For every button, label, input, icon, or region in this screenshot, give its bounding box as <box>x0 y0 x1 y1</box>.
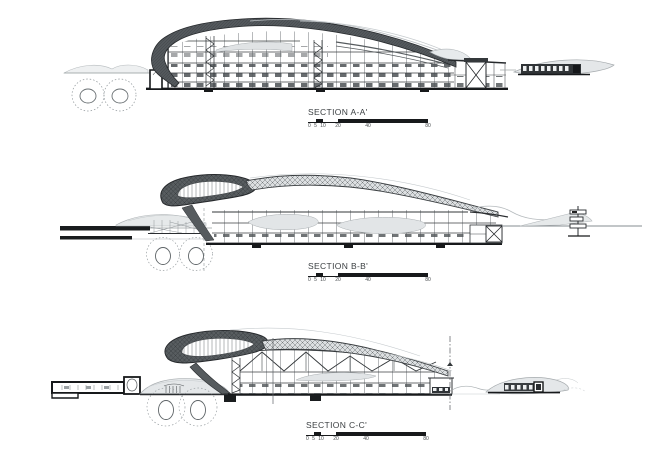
service-tunnels-c <box>146 387 218 427</box>
caption-section-a: SECTION A-A' 0 5 10 20 40 80 <box>308 107 458 131</box>
section-c-drawing <box>51 327 587 427</box>
roof-shell-b <box>245 173 499 218</box>
tick-0: 0 <box>308 277 311 283</box>
section-c-label: SECTION C-C' <box>306 420 368 430</box>
scalebar-ticks: 0 5 10 20 40 80 <box>308 124 432 130</box>
caption-section-b: SECTION B-B' 0 5 10 20 40 80 <box>308 261 458 285</box>
scalebar-bar <box>308 273 428 277</box>
pavilion-right-a <box>500 59 615 76</box>
brace-strip <box>205 36 323 89</box>
caption-section-c: SECTION C-C' 0 5 10 20 40 80 <box>306 420 456 444</box>
tick-40: 40 <box>365 277 371 283</box>
canopy-outlines-a <box>249 18 471 61</box>
tick-20: 20 <box>335 123 341 129</box>
section-b-drawing <box>60 173 642 272</box>
building-section-c <box>164 327 454 404</box>
tick-20: 20 <box>335 277 341 283</box>
shore-right-c <box>451 377 587 395</box>
service-tunnels-a <box>71 78 137 112</box>
section-a-drawing <box>62 17 615 112</box>
building-section-b <box>160 173 557 248</box>
terrain-left <box>62 64 150 74</box>
scalebar-bar <box>308 119 428 123</box>
scalebar-b: 0 5 10 20 40 80 <box>308 273 432 285</box>
scalebar-a: 0 5 10 20 40 80 <box>308 119 432 131</box>
roof-shell-c <box>229 327 453 377</box>
scalebar-ticks: 0 5 10 20 40 80 <box>306 437 430 443</box>
tick-5: 5 <box>314 123 317 129</box>
tail-room-c <box>428 377 454 395</box>
tail-annex-a <box>447 58 507 89</box>
scalebar-bar <box>306 432 426 436</box>
service-tunnels-b <box>146 237 213 271</box>
tick-20: 20 <box>333 436 339 442</box>
tick-0: 0 <box>306 436 309 442</box>
tick-10: 10 <box>318 436 324 442</box>
roof-shell-a <box>151 17 457 88</box>
tick-5: 5 <box>314 277 317 283</box>
interior-a <box>168 31 455 88</box>
pier-left-c <box>51 376 141 399</box>
shore-right-b <box>502 206 642 237</box>
tick-40: 40 <box>363 436 369 442</box>
scalebar-c: 0 5 10 20 40 80 <box>306 432 430 444</box>
interior-b <box>212 210 498 243</box>
tick-80: 80 <box>423 436 429 442</box>
interior-c <box>240 350 448 394</box>
mast-structure <box>568 206 590 237</box>
section-b-label: SECTION B-B' <box>308 261 369 271</box>
building-section-a <box>146 17 508 92</box>
section-marker-line <box>447 336 453 410</box>
tick-10: 10 <box>320 123 326 129</box>
tail-annex-b <box>469 211 509 244</box>
tick-80: 80 <box>425 277 431 283</box>
tick-5: 5 <box>312 436 315 442</box>
tick-80: 80 <box>425 123 431 129</box>
scalebar-ticks: 0 5 10 20 40 80 <box>308 278 432 284</box>
brace-strip-c <box>231 358 241 394</box>
section-a-label: SECTION A-A' <box>308 107 368 117</box>
tick-40: 40 <box>365 123 371 129</box>
tick-10: 10 <box>320 277 326 283</box>
tick-0: 0 <box>308 123 311 129</box>
